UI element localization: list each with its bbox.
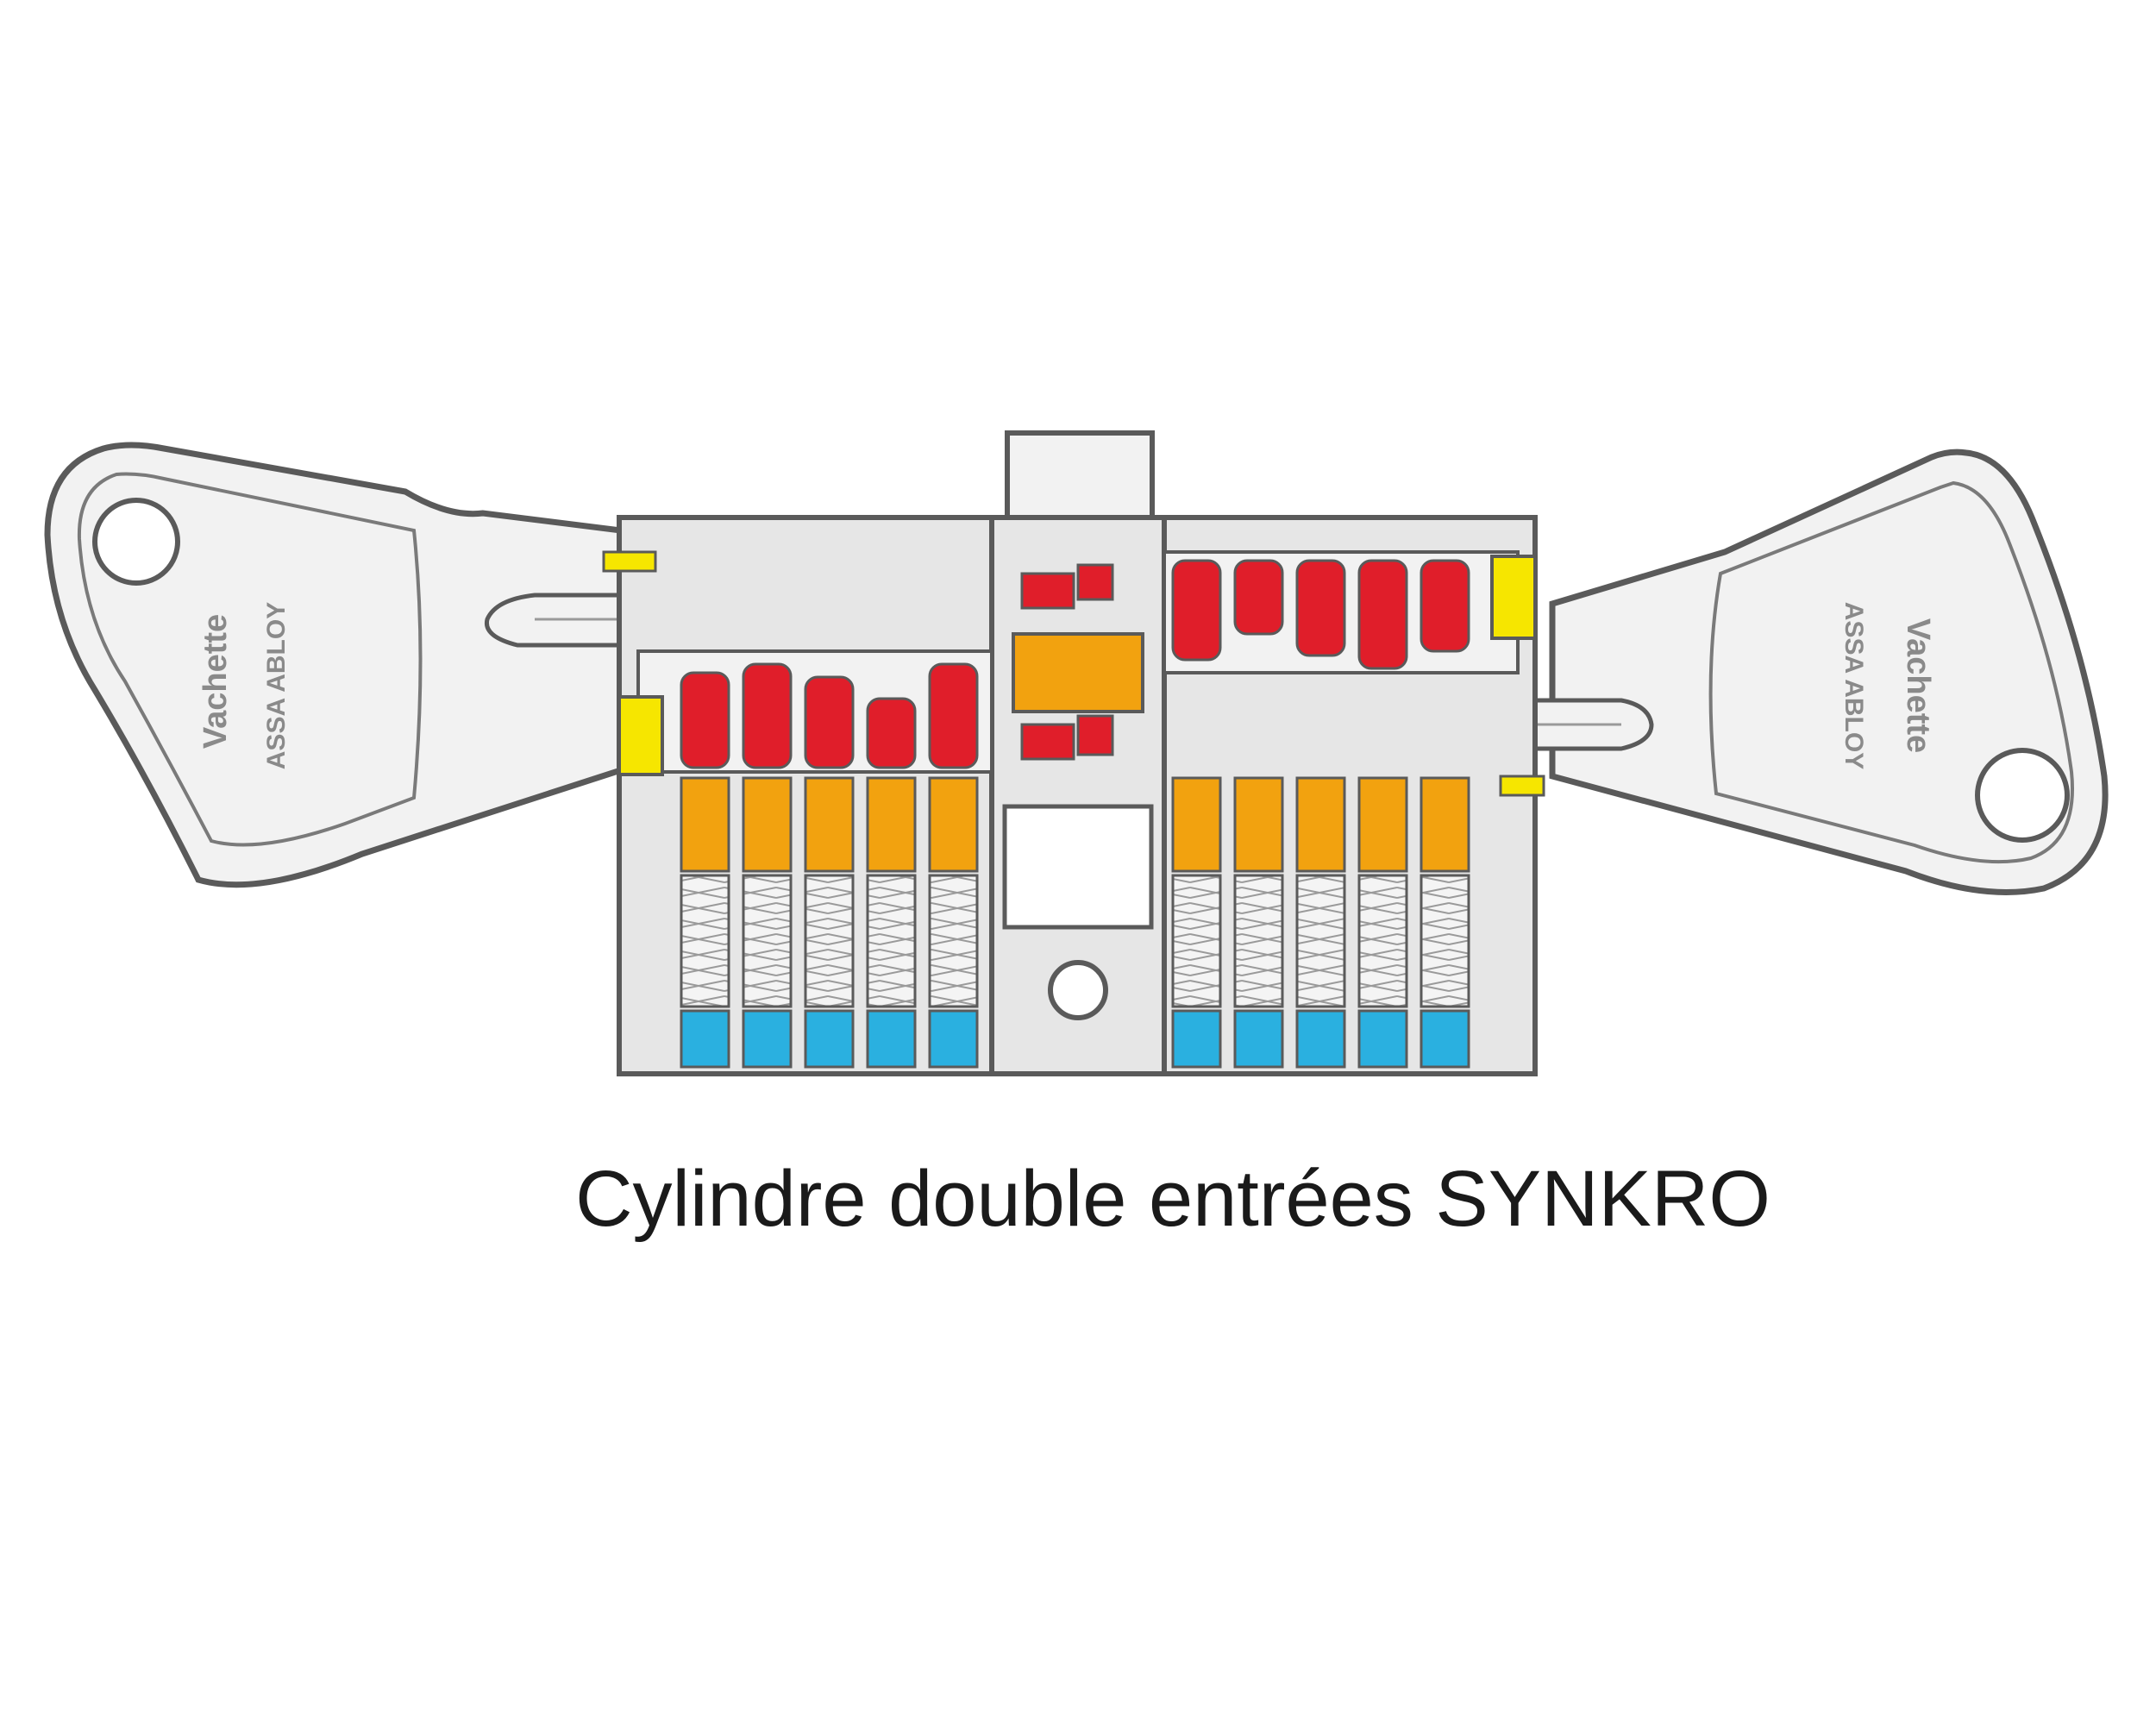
center-window <box>1002 804 1154 930</box>
right-pin-stacks <box>1171 559 1470 1069</box>
left-key-bow-inner <box>77 472 423 847</box>
screw-hole <box>1048 960 1108 1020</box>
cam-mechanism <box>1012 563 1144 761</box>
left-key-hole <box>92 498 180 586</box>
left-key-subbrand: ASSA ABLOY <box>262 602 291 769</box>
right-collar <box>1490 555 1537 640</box>
right-key-bow-inner <box>1708 480 2074 864</box>
right-key-brand: Vachette <box>1900 618 1936 753</box>
left-collar <box>617 695 664 776</box>
right-key-subbrand: ASSA ABLOY <box>1839 602 1868 769</box>
left-key-brand: Vachette <box>197 614 234 749</box>
left-pin-stacks <box>680 662 979 1069</box>
right-key-bow <box>1549 448 2109 895</box>
diagram-caption: Cylindre double entrées SYNKRO <box>575 1155 1771 1243</box>
cylinder-body <box>602 430 1545 1076</box>
right-key-hole <box>1975 748 2070 843</box>
left-key-bow <box>44 442 659 888</box>
